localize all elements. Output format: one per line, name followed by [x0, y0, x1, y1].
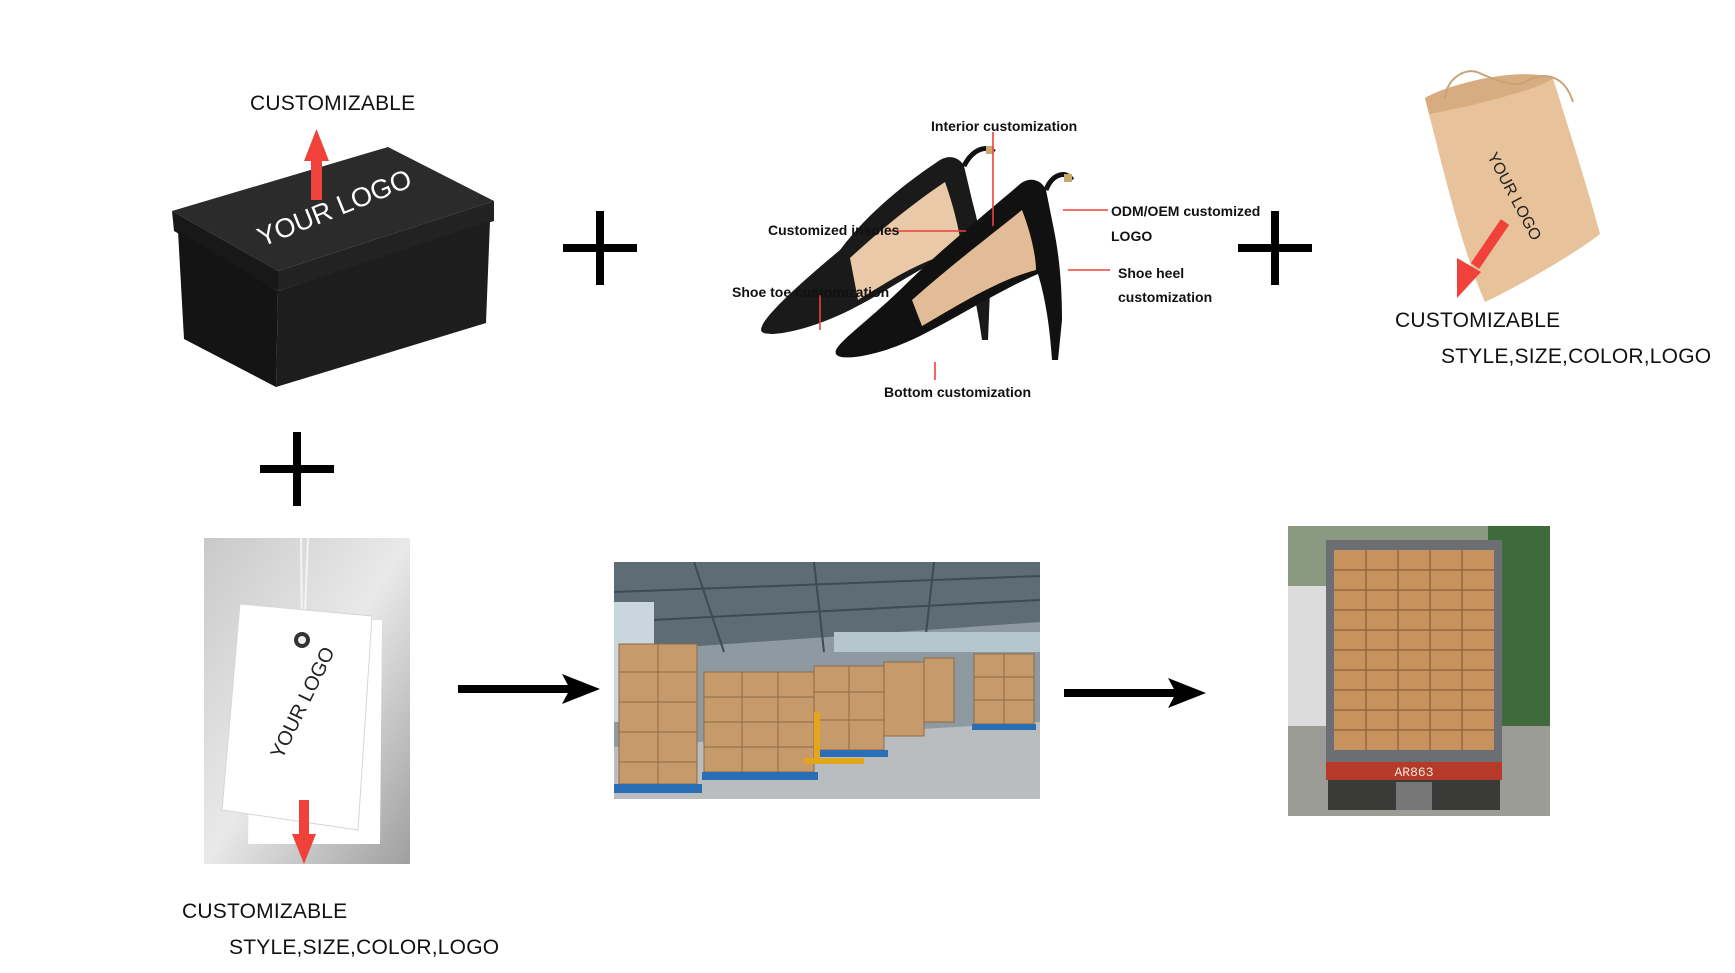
truck-plate: AR863: [1394, 765, 1433, 780]
callout-odm-line1: ODM/OEM customized: [1111, 203, 1261, 219]
pallet-jack: [814, 712, 820, 758]
plus-icon: [260, 432, 334, 506]
plus-icon: [1238, 211, 1312, 285]
dust-bag-body: [1425, 74, 1600, 303]
plus-icon: [563, 211, 637, 285]
arrow-right-icon: [1064, 678, 1206, 708]
dust-bag-label: CUSTOMIZABLE: [1395, 309, 1561, 332]
dust-bag-sublabel: STYLE,SIZE,COLOR,LOGO: [1441, 345, 1712, 368]
arrow-up-icon: [311, 158, 322, 200]
shoe-box-image: YOUR LOGO: [172, 129, 494, 387]
loaded-truck-photo: AR863: [1288, 526, 1550, 816]
warehouse-photo: [614, 562, 1040, 799]
callout-insoles: Customized insoles: [768, 222, 900, 238]
high-heel-shoe-image: [761, 146, 1075, 360]
callout-heel-line2: customization: [1118, 289, 1213, 305]
callout-interior: Interior customization: [931, 118, 1078, 134]
dust-bag-image: YOUR LOGO: [1425, 70, 1600, 303]
truck-bumper: [1326, 762, 1502, 780]
hang-tag-label: CUSTOMIZABLE: [182, 900, 348, 923]
shoe-box-lid-side: [278, 201, 494, 291]
callout-odm-line2: LOGO: [1111, 228, 1153, 244]
shoe-box-front: [178, 231, 278, 387]
arrow-up-icon-head: [304, 129, 329, 161]
hang-tag-card: [221, 603, 373, 831]
callout-toe: Shoe toe customization: [732, 284, 890, 300]
shoe-front-insole: [912, 210, 1036, 326]
shoe-back-insole: [850, 182, 962, 300]
callout-heel-line1: Shoe heel: [1118, 265, 1185, 281]
arrow-right-icon: [458, 674, 600, 704]
hang-tag-image: YOUR LOGO: [204, 538, 410, 864]
callout-bottom: Bottom customization: [884, 384, 1031, 400]
shoe-box-lid-top: [172, 147, 494, 271]
hang-tag-sublabel: STYLE,SIZE,COLOR,LOGO: [229, 936, 500, 959]
pallet: [614, 784, 702, 793]
arrow-down-icon: [299, 800, 309, 838]
shoe-box-label: CUSTOMIZABLE: [250, 92, 416, 115]
shoe-box-lid-front: [172, 211, 278, 291]
dust-bag-drawstring: [1444, 70, 1574, 103]
shoe-box-side: [276, 221, 490, 387]
arrow-down-icon: [1457, 258, 1481, 298]
